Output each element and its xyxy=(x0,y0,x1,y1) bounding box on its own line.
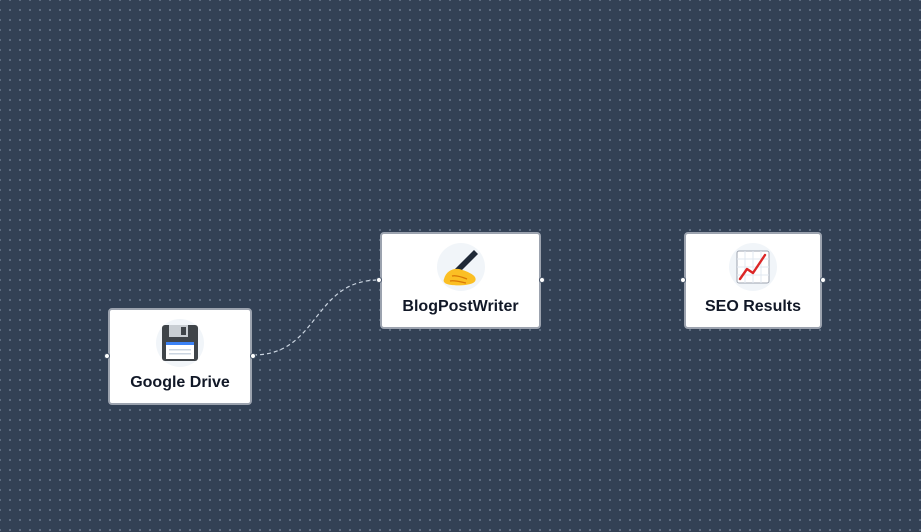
node-label: SEO Results xyxy=(704,298,802,315)
output-handle[interactable] xyxy=(250,353,256,359)
node-blog-post-writer[interactable]: BlogPostWriter xyxy=(376,232,545,329)
node-seo-results[interactable]: SEO Results xyxy=(680,232,826,329)
output-handle[interactable] xyxy=(539,277,545,283)
floppy-disk-icon xyxy=(162,325,198,361)
chart-increasing-icon xyxy=(736,250,770,284)
node-google-drive[interactable]: Google Drive xyxy=(104,308,256,405)
node-label: BlogPostWriter xyxy=(402,298,519,315)
edge-drive-to-writer[interactable] xyxy=(252,279,380,356)
node-icon-circle xyxy=(436,243,485,291)
node-icon-circle xyxy=(729,243,777,291)
input-handle[interactable] xyxy=(680,277,686,283)
writing-hand-icon xyxy=(443,250,478,286)
node-icon-circle xyxy=(156,319,204,367)
node-label: Google Drive xyxy=(130,374,230,391)
input-handle[interactable] xyxy=(376,277,382,283)
input-handle[interactable] xyxy=(104,353,110,359)
output-handle[interactable] xyxy=(820,277,826,283)
